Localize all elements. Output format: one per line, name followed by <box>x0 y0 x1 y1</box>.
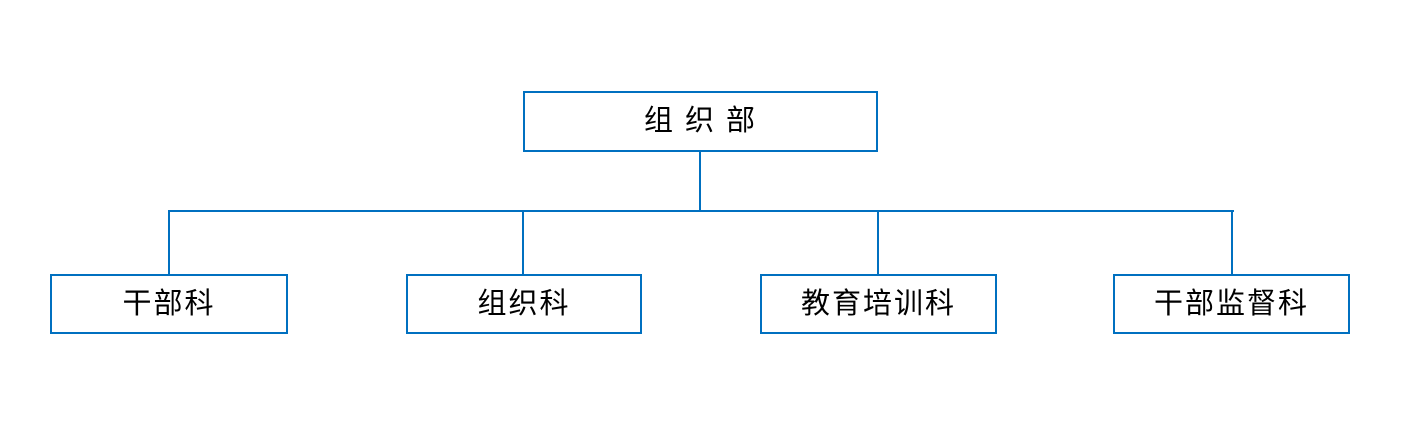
child-node-label: 教育培训科 <box>800 287 956 320</box>
org-chart-child-node-cadre-section: 干部科 <box>50 274 288 334</box>
connector-drop-4 <box>1231 210 1233 274</box>
org-chart-child-node-education-training-section: 教育培训科 <box>760 274 997 334</box>
child-node-label: 组织科 <box>477 287 571 320</box>
connector-root-stem <box>699 152 701 211</box>
child-node-label: 干部科 <box>122 287 216 320</box>
org-chart-child-node-cadre-supervision-section: 干部监督科 <box>1113 274 1350 334</box>
connector-drop-2 <box>522 210 524 274</box>
connector-drop-1 <box>168 210 170 274</box>
connector-horizontal-rail <box>168 210 1234 212</box>
root-node-label: 组 织 部 <box>643 105 758 137</box>
child-node-label: 干部监督科 <box>1153 287 1309 320</box>
org-chart-root-node: 组 织 部 <box>523 91 878 152</box>
org-chart-child-node-organization-section: 组织科 <box>406 274 642 334</box>
connector-drop-3 <box>877 210 879 274</box>
